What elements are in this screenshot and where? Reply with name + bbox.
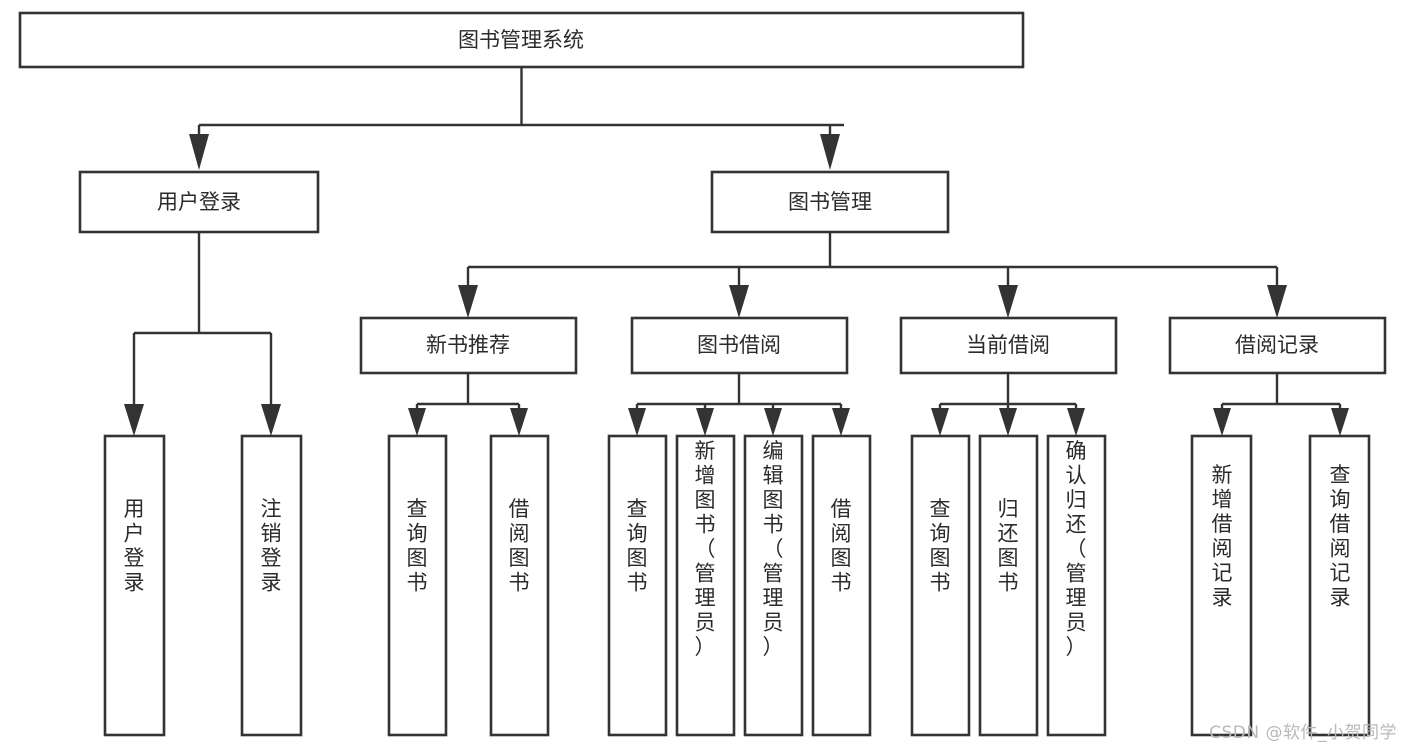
leaf-query-book-3-box[interactable] (910, 434, 971, 737)
arrow-to-leaf-borrow-book-2 (832, 408, 850, 436)
new-book-recommend-box[interactable] (359, 316, 578, 375)
new-book-recommend-label: 新书推荐 (426, 333, 510, 357)
node-leaf-logout[interactable]: 注销登录 (240, 434, 303, 737)
borrow-record-label: 借阅记录 (1235, 333, 1319, 357)
leaf-return-book-box[interactable] (978, 434, 1039, 737)
arrow-to-book-management (820, 134, 840, 170)
arrow-to-leaf-add-book (696, 408, 714, 436)
node-leaf-borrow-book-2[interactable]: 借阅图书 (811, 434, 872, 737)
leaf-borrow-book-2-label: 借阅图书 (831, 497, 852, 595)
book-borrow-box[interactable] (630, 316, 849, 375)
node-root[interactable]: 图书管理系统 (18, 11, 1025, 69)
borrow-record-box[interactable] (1168, 316, 1387, 375)
arrow-to-leaf-add-record (1213, 408, 1231, 436)
node-book-management[interactable]: 图书管理 (710, 170, 950, 234)
leaf-query-book-2-box[interactable] (607, 434, 668, 737)
user-login-label: 用户登录 (157, 190, 241, 214)
arrow-to-user-login (189, 134, 209, 170)
leaf-add-record-label: 新增借阅记录 (1212, 463, 1233, 610)
arrow-to-leaf-user-login (124, 404, 144, 436)
current-borrow-label: 当前借阅 (966, 333, 1050, 357)
leaf-borrow-book-1-box[interactable] (489, 434, 550, 737)
root-box[interactable] (18, 11, 1025, 69)
leaf-user-login-box[interactable] (103, 434, 166, 737)
leaf-add-book-label: 新增图书（管理员） (695, 439, 716, 659)
arrow-to-leaf-query-record (1331, 408, 1349, 436)
csdn-watermark: CSDN @软件_小贺同学 (1209, 723, 1397, 743)
node-leaf-user-login[interactable]: 用户登录 (103, 434, 166, 737)
user-login-box[interactable] (78, 170, 320, 234)
node-leaf-add-book[interactable]: 新增图书（管理员） (675, 434, 736, 737)
arrow-to-borrow-record (1267, 285, 1287, 318)
leaf-logout-box[interactable] (240, 434, 303, 737)
node-borrow-record[interactable]: 借阅记录 (1168, 316, 1387, 375)
leaf-query-book-1-box[interactable] (387, 434, 448, 737)
leaf-query-record-label: 查询借阅记录 (1330, 463, 1351, 610)
node-leaf-edit-book[interactable]: 编辑图书（管理员） (743, 434, 804, 737)
node-leaf-confirm-return[interactable]: 确认归还（管理员） (1046, 434, 1107, 737)
leaf-return-book-label: 归还图书 (998, 497, 1019, 595)
node-leaf-query-record[interactable]: 查询借阅记录 (1308, 434, 1371, 737)
node-book-borrow[interactable]: 图书借阅 (630, 316, 849, 375)
current-borrow-box[interactable] (899, 316, 1118, 375)
arrow-to-leaf-query-book-2 (628, 408, 646, 436)
arrow-to-leaf-return-book (999, 408, 1017, 436)
arrow-to-book-borrow (729, 285, 749, 318)
arrow-to-leaf-query-book-1 (408, 408, 426, 436)
arrow-to-new-book-recommend (458, 285, 478, 318)
leaf-query-record-box[interactable] (1308, 434, 1371, 737)
node-leaf-query-book-3[interactable]: 查询图书 (910, 434, 971, 737)
node-leaf-add-record[interactable]: 新增借阅记录 (1190, 434, 1253, 737)
node-new-book-recommend[interactable]: 新书推荐 (359, 316, 578, 375)
arrow-to-leaf-borrow-book-1 (510, 408, 528, 436)
arrow-to-leaf-logout (261, 404, 281, 436)
leaf-add-record-box[interactable] (1190, 434, 1253, 737)
leaf-edit-book-box[interactable] (743, 434, 804, 737)
node-leaf-query-book-2[interactable]: 查询图书 (607, 434, 668, 737)
book-management-box[interactable] (710, 170, 950, 234)
leaf-query-book-1-label: 查询图书 (407, 497, 428, 595)
leaf-node-group: 用户登录 注销登录 查询图书 借阅图书 查询图书 新增图书（管理员） (103, 434, 1371, 737)
leaf-add-book-box[interactable] (675, 434, 736, 737)
arrow-to-leaf-edit-book (764, 408, 782, 436)
arrow-to-current-borrow (998, 285, 1018, 318)
arrow-to-leaf-query-book-3 (931, 408, 949, 436)
root-label: 图书管理系统 (458, 28, 584, 52)
node-leaf-borrow-book-1[interactable]: 借阅图书 (489, 434, 550, 737)
connector-layer (124, 67, 1349, 436)
node-current-borrow[interactable]: 当前借阅 (899, 316, 1118, 375)
leaf-borrow-book-1-label: 借阅图书 (509, 497, 530, 595)
leaf-edit-book-label: 编辑图书（管理员） (763, 439, 784, 659)
leaf-borrow-book-2-box[interactable] (811, 434, 872, 737)
leaf-confirm-return-label: 确认归还（管理员） (1066, 439, 1087, 659)
leaf-user-login-label: 用户登录 (124, 497, 145, 595)
arrow-to-leaf-confirm-return (1067, 408, 1085, 436)
book-management-label: 图书管理 (788, 190, 872, 214)
book-borrow-label: 图书借阅 (697, 333, 781, 357)
leaf-query-book-3-label: 查询图书 (930, 497, 951, 595)
leaf-confirm-return-box[interactable] (1046, 434, 1107, 737)
leaf-query-book-2-label: 查询图书 (627, 497, 648, 595)
node-leaf-query-book-1[interactable]: 查询图书 (387, 434, 448, 737)
node-leaf-return-book[interactable]: 归还图书 (978, 434, 1039, 737)
leaf-logout-label: 注销登录 (261, 497, 282, 595)
node-user-login[interactable]: 用户登录 (78, 170, 320, 234)
